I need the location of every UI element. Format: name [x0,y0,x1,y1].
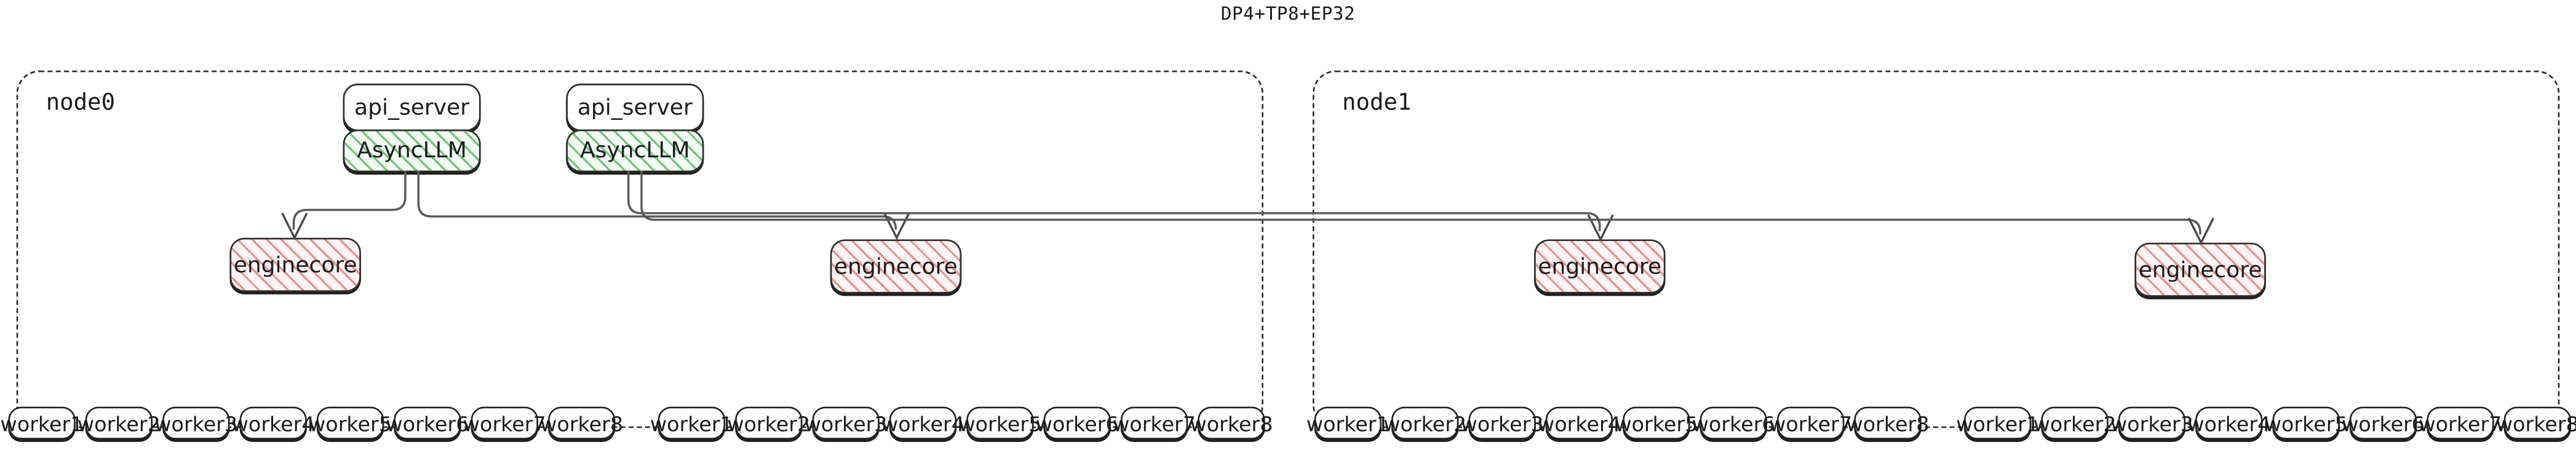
box-async-llm[interactable]: AsyncLLM [343,129,481,173]
box-label: enginecore [1538,253,1662,280]
worker-group: worker1 worker2 worker3 worker4 worker5 … [650,406,1273,439]
box-async-llm[interactable]: AsyncLLM [566,129,704,173]
box-label: worker3 [1460,411,1544,436]
box-worker[interactable]: worker5 [309,406,392,439]
box-worker[interactable]: worker1 [1956,406,2039,439]
box-label: worker8 [540,411,624,436]
box-worker[interactable]: worker5 [958,406,1041,439]
box-worker[interactable]: worker6 [1692,406,1775,439]
box-label: worker6 [1035,411,1119,436]
box-worker[interactable]: worker8 [2496,406,2576,439]
box-worker[interactable]: worker2 [727,406,810,439]
box-enginecore[interactable]: enginecore [830,239,962,294]
box-label: worker4 [881,411,964,436]
box-label: worker2 [1383,411,1467,436]
box-label: worker6 [2342,411,2425,436]
box-label: worker1 [650,411,733,436]
box-label: enginecore [233,251,357,278]
page-title: DP4+TP8+EP32 [1220,3,1356,25]
box-label: worker8 [2495,411,2576,436]
box-label: enginecore [834,253,958,280]
box-worker[interactable]: worker6 [2342,406,2425,439]
box-worker[interactable]: worker8 [540,406,623,439]
box-label: worker2 [2033,411,2117,436]
box-label: worker7 [1769,411,1853,436]
box-worker[interactable]: worker1 [650,406,733,439]
box-worker[interactable]: worker4 [1538,406,1621,439]
box-worker[interactable]: worker1 [1306,406,1389,439]
box-worker[interactable]: worker6 [1036,406,1119,439]
box-enginecore[interactable]: enginecore [229,237,361,292]
box-worker[interactable]: worker8 [1190,406,1273,439]
box-label: worker1 [0,411,84,436]
box-label: worker4 [1538,411,1621,436]
box-label: worker5 [958,411,1042,436]
box-worker[interactable]: worker4 [2187,406,2270,439]
box-label: api_server [577,94,693,121]
box-label: api_server [354,94,469,121]
box-label: worker1 [1956,411,2040,436]
box-worker[interactable]: worker7 [1113,406,1196,439]
box-label: worker4 [231,411,315,436]
box-label: worker7 [1113,411,1196,436]
cluster-label-node1: node1 [1342,90,1412,117]
box-worker[interactable]: worker6 [386,406,469,439]
box-worker[interactable]: worker2 [1383,406,1466,439]
box-worker[interactable]: worker2 [2033,406,2117,439]
cluster-node1: node1 [1313,70,2560,428]
box-worker[interactable]: worker4 [232,406,315,439]
box-label: worker6 [1691,411,1775,436]
worker-group: worker1 worker2 worker3 worker4 worker5 … [1306,406,1929,439]
box-worker[interactable]: worker7 [2419,406,2502,439]
box-api-server[interactable]: api_server [343,84,481,132]
box-label: enginecore [2138,256,2262,283]
box-enginecore[interactable]: enginecore [2134,242,2266,297]
worker-group: worker1 worker2 worker3 worker4 worker5 … [1956,406,2576,439]
box-label: worker5 [2264,411,2348,436]
box-label: worker7 [2419,411,2502,436]
box-worker[interactable]: worker5 [1615,406,1698,439]
box-worker[interactable]: worker8 [1846,406,1929,439]
cluster-node0: node0 [16,70,1263,428]
box-label: AsyncLLM [580,138,690,164]
worker-group: worker1 worker2 worker3 worker4 worker5 … [1,406,623,439]
box-worker[interactable]: worker1 [1,406,84,439]
box-label: worker5 [309,411,392,436]
box-label: AsyncLLM [357,138,467,164]
box-worker[interactable]: worker5 [2265,406,2348,439]
box-label: worker3 [804,411,888,436]
box-worker[interactable]: worker4 [881,406,964,439]
box-worker[interactable]: worker3 [154,406,237,439]
box-label: worker1 [1306,411,1389,436]
box-label: worker2 [727,411,811,436]
box-label: worker5 [1615,411,1698,436]
cluster-label-node0: node0 [46,90,116,117]
box-enginecore[interactable]: enginecore [1534,239,1666,294]
box-worker[interactable]: worker7 [1769,406,1852,439]
box-label: worker3 [2110,411,2193,436]
box-label: worker3 [154,411,238,436]
box-label: worker8 [1190,411,1273,436]
box-label: worker7 [463,411,546,436]
box-label: worker2 [77,411,161,436]
box-worker[interactable]: worker7 [463,406,546,439]
box-label: worker6 [386,411,469,436]
box-label: worker4 [2187,411,2271,436]
box-worker[interactable]: worker2 [78,406,161,439]
box-worker[interactable]: worker3 [805,406,888,439]
box-api-server[interactable]: api_server [566,84,704,132]
box-worker[interactable]: worker3 [1461,406,1544,439]
box-label: worker8 [1846,411,1930,436]
box-worker[interactable]: worker3 [2110,406,2193,439]
